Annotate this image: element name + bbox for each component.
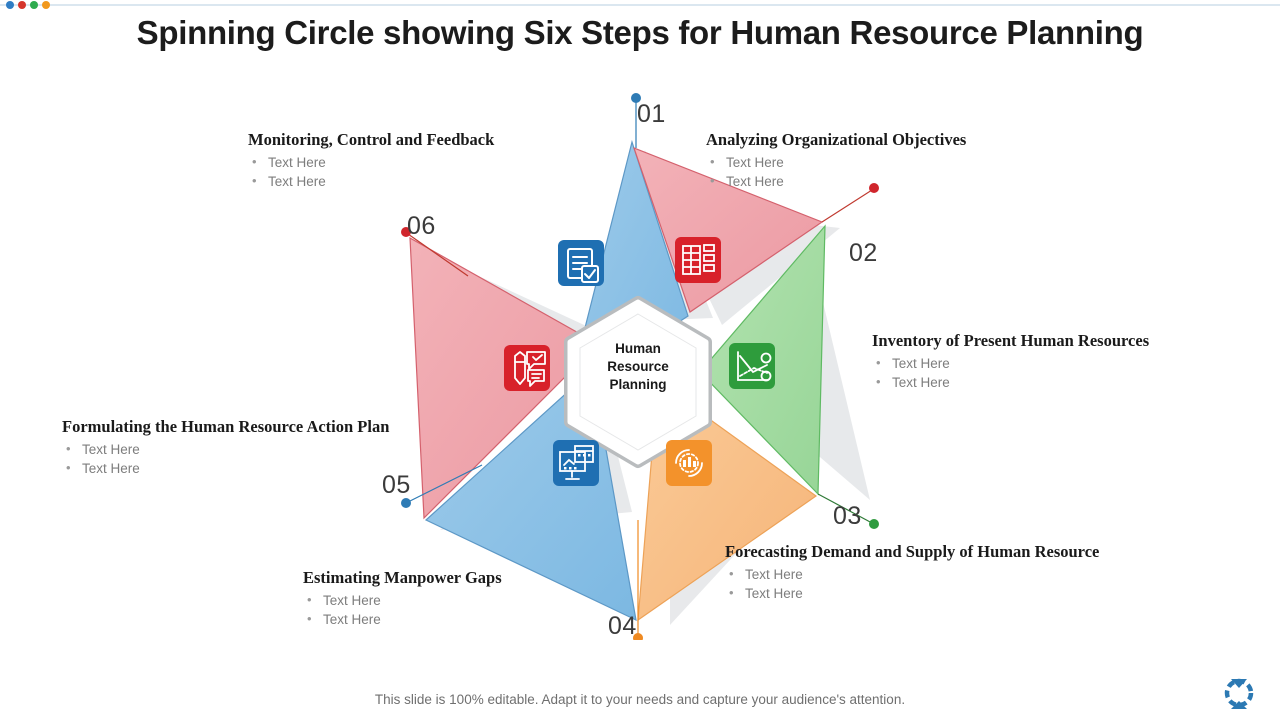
page-title: Spinning Circle showing Six Steps for Hu…	[136, 14, 1144, 51]
step-heading-01: Analyzing Organizational Objectives	[706, 130, 967, 149]
marker-dot-03	[869, 519, 879, 529]
marker-dot-05	[401, 498, 411, 508]
step-number-04: 04	[608, 612, 637, 640]
company-logo-icon	[1219, 672, 1259, 714]
step-block-05: Formulating the Human Resource Action Pl…	[62, 417, 389, 478]
marker-dot-04	[633, 633, 643, 640]
hub-label-line1: Human	[615, 341, 661, 356]
icon-tile-05	[504, 345, 550, 391]
hub-face	[579, 313, 697, 451]
list-item: Text Here	[706, 152, 966, 172]
step-heading-04: Estimating Manpower Gaps	[303, 568, 502, 587]
step-heading-06: Monitoring, Control and Feedback	[248, 130, 495, 149]
step-block-04: Estimating Manpower Gaps Text Here Text …	[303, 568, 502, 629]
title-bar-rule	[0, 4, 1280, 6]
list-item: Text Here	[706, 171, 966, 191]
hub-label-line2: Resource	[607, 359, 669, 374]
window-dot-blue[interactable]	[6, 1, 14, 9]
step-bullets-06: Text Here Text Here	[248, 152, 494, 191]
step-block-01: Analyzing Organizational Objectives Text…	[706, 130, 966, 191]
step-bullets-02: Text Here Text Here	[872, 353, 1149, 392]
window-dot-orange[interactable]	[42, 1, 50, 9]
spinning-circle-diagram	[370, 80, 910, 640]
icon-tile-04	[553, 440, 599, 486]
step-number-01: 01	[637, 100, 666, 128]
connector-02	[821, 189, 873, 223]
step-bullets-04: Text Here Text Here	[303, 590, 502, 629]
connector-05	[407, 464, 483, 503]
list-item: Text Here	[725, 583, 1099, 603]
footer-note: This slide is 100% editable. Adapt it to…	[374, 692, 906, 707]
list-item: Text Here	[248, 171, 494, 191]
icon-tile-03	[666, 440, 712, 486]
icon-tile-01	[675, 237, 721, 283]
step-number-06: 06	[407, 212, 436, 240]
step-number-02: 02	[849, 239, 878, 267]
step-heading-05: Formulating the Human Resource Action Pl…	[62, 417, 390, 436]
window-title-bar	[0, 0, 1280, 9]
step-bullets-05: Text Here Text Here	[62, 439, 389, 478]
connector-03	[817, 493, 873, 524]
list-item: Text Here	[872, 372, 1149, 392]
list-item: Text Here	[303, 590, 502, 610]
list-item: Text Here	[62, 439, 389, 459]
list-item: Text Here	[62, 458, 389, 478]
list-item: Text Here	[303, 609, 502, 629]
step-bullets-03: Text Here Text Here	[725, 564, 1099, 603]
icon-tile-06	[558, 240, 604, 286]
step-block-06: Monitoring, Control and Feedback Text He…	[248, 130, 494, 191]
list-item: Text Here	[725, 564, 1099, 584]
step-heading-02: Inventory of Present Human Resources	[872, 331, 1150, 350]
step-number-03: 03	[833, 502, 862, 530]
icon-tile-02	[729, 343, 775, 389]
hub-label: Human Resource Planning	[593, 340, 683, 394]
step-bullets-01: Text Here Text Here	[706, 152, 966, 191]
window-dot-green[interactable]	[30, 1, 38, 9]
window-controls	[6, 1, 50, 9]
step-block-03: Forecasting Demand and Supply of Human R…	[725, 542, 1099, 603]
list-item: Text Here	[248, 152, 494, 172]
list-item: Text Here	[872, 353, 1149, 373]
connector-06	[407, 233, 469, 277]
marker-dot-06	[401, 227, 411, 237]
marker-dot-01	[631, 93, 641, 103]
window-dot-red[interactable]	[18, 1, 26, 9]
hub-label-line3: Planning	[609, 377, 667, 392]
step-block-02: Inventory of Present Human Resources Tex…	[872, 331, 1149, 392]
step-heading-03: Forecasting Demand and Supply of Human R…	[725, 542, 1100, 561]
